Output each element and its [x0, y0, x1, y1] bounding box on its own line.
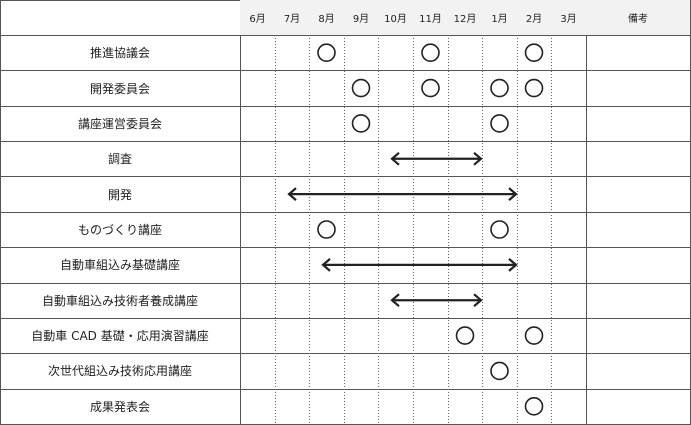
month-header: 9月 — [344, 0, 378, 35]
period-arrow — [390, 151, 483, 166]
month-header: 6月 — [240, 0, 275, 35]
schedule-circle — [351, 114, 371, 133]
row-label: 調査 — [107, 152, 132, 167]
row-label: 開発 — [107, 187, 132, 202]
month-header: 8月 — [309, 0, 344, 35]
schedule-circle — [317, 43, 336, 62]
schedule-circle — [421, 43, 440, 62]
notes-header: 備考 — [586, 0, 690, 35]
schedule-circle — [351, 78, 371, 98]
schedule-circle — [490, 114, 509, 133]
row-label: 開発委員会 — [89, 81, 150, 96]
row-label: 自動車 CAD 基礎・応用演習講座 — [31, 329, 209, 344]
row-label: 推進協議会 — [89, 46, 150, 61]
month-header: 12月 — [448, 0, 482, 35]
month-header: 10月 — [378, 0, 413, 35]
row-label: 講座運営委員会 — [77, 116, 162, 131]
period-arrow — [390, 293, 483, 308]
schedule-circle — [524, 78, 544, 98]
schedule-circle — [455, 326, 475, 345]
month-header: 2月 — [517, 0, 551, 35]
schedule-circle — [524, 326, 544, 345]
period-arrow — [321, 258, 518, 272]
month-header: 1月 — [482, 0, 517, 35]
schedule-circle — [490, 361, 509, 381]
schedule-circle — [490, 220, 509, 239]
period-arrow — [287, 187, 518, 201]
schedule-circle — [421, 78, 440, 98]
month-header: 11月 — [413, 0, 448, 35]
row-label: 自動車組込み技術者養成講座 — [41, 293, 198, 308]
month-header: 7月 — [275, 0, 309, 35]
row-label: 自動車組込み基礎講座 — [59, 258, 180, 273]
schedule-circle — [524, 397, 544, 416]
schedule-circle — [317, 220, 336, 239]
schedule-circle — [490, 78, 509, 98]
row-label: ものづくり講座 — [77, 222, 162, 237]
row-label: 次世代組込み技術応用講座 — [47, 364, 192, 379]
schedule-circle — [524, 43, 544, 62]
row-label: 成果発表会 — [89, 399, 150, 414]
month-header: 3月 — [551, 0, 586, 35]
